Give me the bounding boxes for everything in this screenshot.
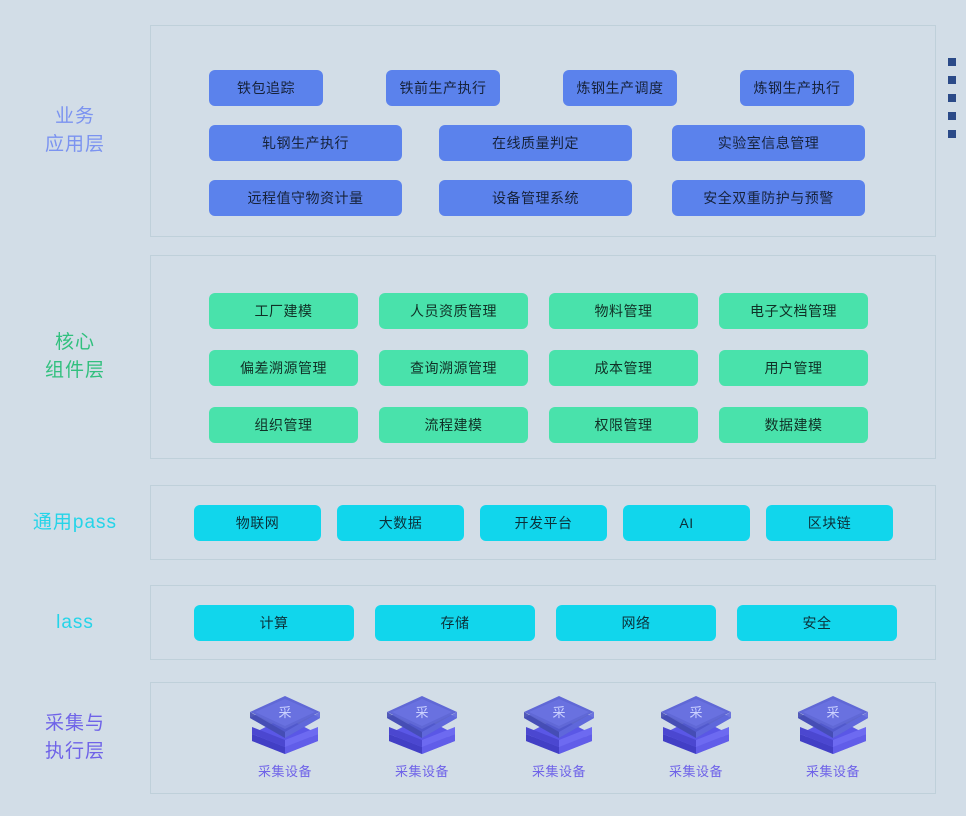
chip-user-management[interactable]: 用户管理 [719, 350, 868, 386]
layer-collection-execution: 采集与 执行层 [0, 682, 936, 794]
core-row-3: 组织管理 流程建模 权限管理 数据建模 [151, 407, 935, 443]
chip-safety-dual-prevention[interactable]: 安全双重防护与预警 [672, 180, 865, 216]
chip-organization-management[interactable]: 组织管理 [209, 407, 358, 443]
layer-core-components: 核心 组件层 工厂建模 人员资质管理 物料管理 电子文档管理 偏差溯源管理 查询… [0, 255, 936, 459]
square-bullet-icon [948, 130, 956, 138]
layer-label-iaas: lass [56, 611, 94, 633]
device-item-2[interactable]: 采 采集设备 [354, 696, 491, 780]
chip-big-data[interactable]: 大数据 [337, 504, 464, 541]
collection-device-cube-icon: 采 [520, 696, 598, 754]
chip-ai[interactable]: AI [623, 504, 750, 541]
chip-online-quality-judgement[interactable]: 在线质量判定 [439, 125, 632, 161]
device-label: 采集设备 [257, 764, 312, 779]
layer-label-business: 业务 应用层 [44, 106, 105, 155]
chip-factory-modeling[interactable]: 工厂建模 [209, 293, 358, 329]
chip-network[interactable]: 网络 [556, 604, 716, 641]
paas-row-1: 物联网 大数据 开发平台 AI 区块链 [151, 504, 935, 541]
device-glyph: 采 [826, 706, 839, 721]
chip-steelmaking-scheduling[interactable]: 炼钢生产调度 [563, 70, 677, 106]
core-row-2: 偏差溯源管理 查询溯源管理 成本管理 用户管理 [151, 350, 935, 386]
device-item-4[interactable]: 采 采集设备 [628, 696, 765, 780]
device-label: 采集设备 [805, 764, 860, 779]
layer-label-core-components: 核心 组件层 [44, 332, 105, 381]
collection-device-cube-icon: 采 [246, 696, 324, 754]
device-label: 采集设备 [668, 764, 723, 779]
layer-iaas: lass 计算 存储 网络 安全 [0, 585, 936, 660]
device-item-3[interactable]: 采 采集设备 [491, 696, 628, 780]
device-glyph: 采 [415, 706, 428, 721]
chip-security[interactable]: 安全 [737, 604, 897, 641]
edge-list-item[interactable] [948, 130, 966, 138]
edge-list-item[interactable] [948, 94, 966, 102]
chip-lab-information-mgmt[interactable]: 实验室信息管理 [672, 125, 865, 161]
business-row-2: 轧钢生产执行 在线质量判定 实验室信息管理 [151, 125, 935, 161]
chip-blockchain[interactable]: 区块链 [766, 504, 893, 541]
iaas-row-1: 计算 存储 网络 安全 [151, 604, 935, 641]
chip-equipment-management[interactable]: 设备管理系统 [439, 180, 632, 216]
device-label: 采集设备 [394, 764, 449, 779]
device-glyph: 采 [552, 706, 565, 721]
chip-personnel-qualification[interactable]: 人员资质管理 [379, 293, 528, 329]
collection-device-cube-icon: 采 [794, 696, 872, 754]
chip-data-modeling[interactable]: 数据建模 [719, 407, 868, 443]
square-bullet-icon [948, 58, 956, 66]
chip-rolling-execution[interactable]: 轧钢生产执行 [209, 125, 402, 161]
chip-steelmaking-execution[interactable]: 炼钢生产执行 [740, 70, 854, 106]
edge-list-item[interactable] [948, 58, 966, 66]
edge-bullet-list [948, 58, 966, 138]
layer-label-paas: 通用pass [32, 511, 118, 533]
layer-panel-iaas: 计算 存储 网络 安全 [150, 585, 936, 660]
layer-business: 业务 应用层 铁包追踪 铁前生产执行 炼钢生产调度 炼钢生产执行 轧钢生产执行 … [0, 25, 936, 237]
chip-material-management[interactable]: 物料管理 [549, 293, 698, 329]
layer-paas: 通用pass 物联网 大数据 开发平台 AI 区块链 [0, 485, 936, 560]
chip-process-modeling[interactable]: 流程建模 [379, 407, 528, 443]
business-row-1: 铁包追踪 铁前生产执行 炼钢生产调度 炼钢生产执行 [151, 70, 935, 106]
chip-deviation-traceability[interactable]: 偏差溯源管理 [209, 350, 358, 386]
chip-query-traceability[interactable]: 查询溯源管理 [379, 350, 528, 386]
chip-edoc-management[interactable]: 电子文档管理 [719, 293, 868, 329]
chip-dev-platform[interactable]: 开发平台 [480, 504, 607, 541]
edge-list-item[interactable] [948, 76, 966, 84]
edge-list-item[interactable] [948, 112, 966, 120]
device-glyph: 采 [689, 706, 702, 721]
chip-remote-material-metering[interactable]: 远程值守物资计量 [209, 180, 402, 216]
chip-iot[interactable]: 物联网 [194, 504, 321, 541]
square-bullet-icon [948, 94, 956, 102]
chip-ironmaking-execution[interactable]: 铁前生产执行 [386, 70, 500, 106]
square-bullet-icon [948, 76, 956, 84]
collection-device-cube-icon: 采 [657, 696, 735, 754]
chip-permission-management[interactable]: 权限管理 [549, 407, 698, 443]
chip-cost-management[interactable]: 成本管理 [549, 350, 698, 386]
collection-device-cube-icon: 采 [383, 696, 461, 754]
chip-compute[interactable]: 计算 [194, 604, 354, 641]
layer-panel-paas: 物联网 大数据 开发平台 AI 区块链 [150, 485, 936, 560]
chip-iron-ladle-tracking[interactable]: 铁包追踪 [209, 70, 323, 106]
business-row-3: 远程值守物资计量 设备管理系统 安全双重防护与预警 [151, 180, 935, 216]
device-label: 采集设备 [531, 764, 586, 779]
device-glyph: 采 [278, 706, 291, 721]
core-row-1: 工厂建模 人员资质管理 物料管理 电子文档管理 [151, 293, 935, 329]
layer-label-collection-execution: 采集与 执行层 [44, 713, 105, 762]
chip-storage[interactable]: 存储 [375, 604, 535, 641]
layer-panel-collection-execution: 采 采集设备 [150, 682, 936, 794]
layer-panel-core-components: 工厂建模 人员资质管理 物料管理 电子文档管理 偏差溯源管理 查询溯源管理 成本… [150, 255, 936, 459]
square-bullet-icon [948, 112, 956, 120]
device-item-5[interactable]: 采 采集设备 [765, 696, 902, 780]
device-item-1[interactable]: 采 采集设备 [217, 696, 354, 780]
layer-panel-business: 铁包追踪 铁前生产执行 炼钢生产调度 炼钢生产执行 轧钢生产执行 在线质量判定 … [150, 25, 936, 237]
